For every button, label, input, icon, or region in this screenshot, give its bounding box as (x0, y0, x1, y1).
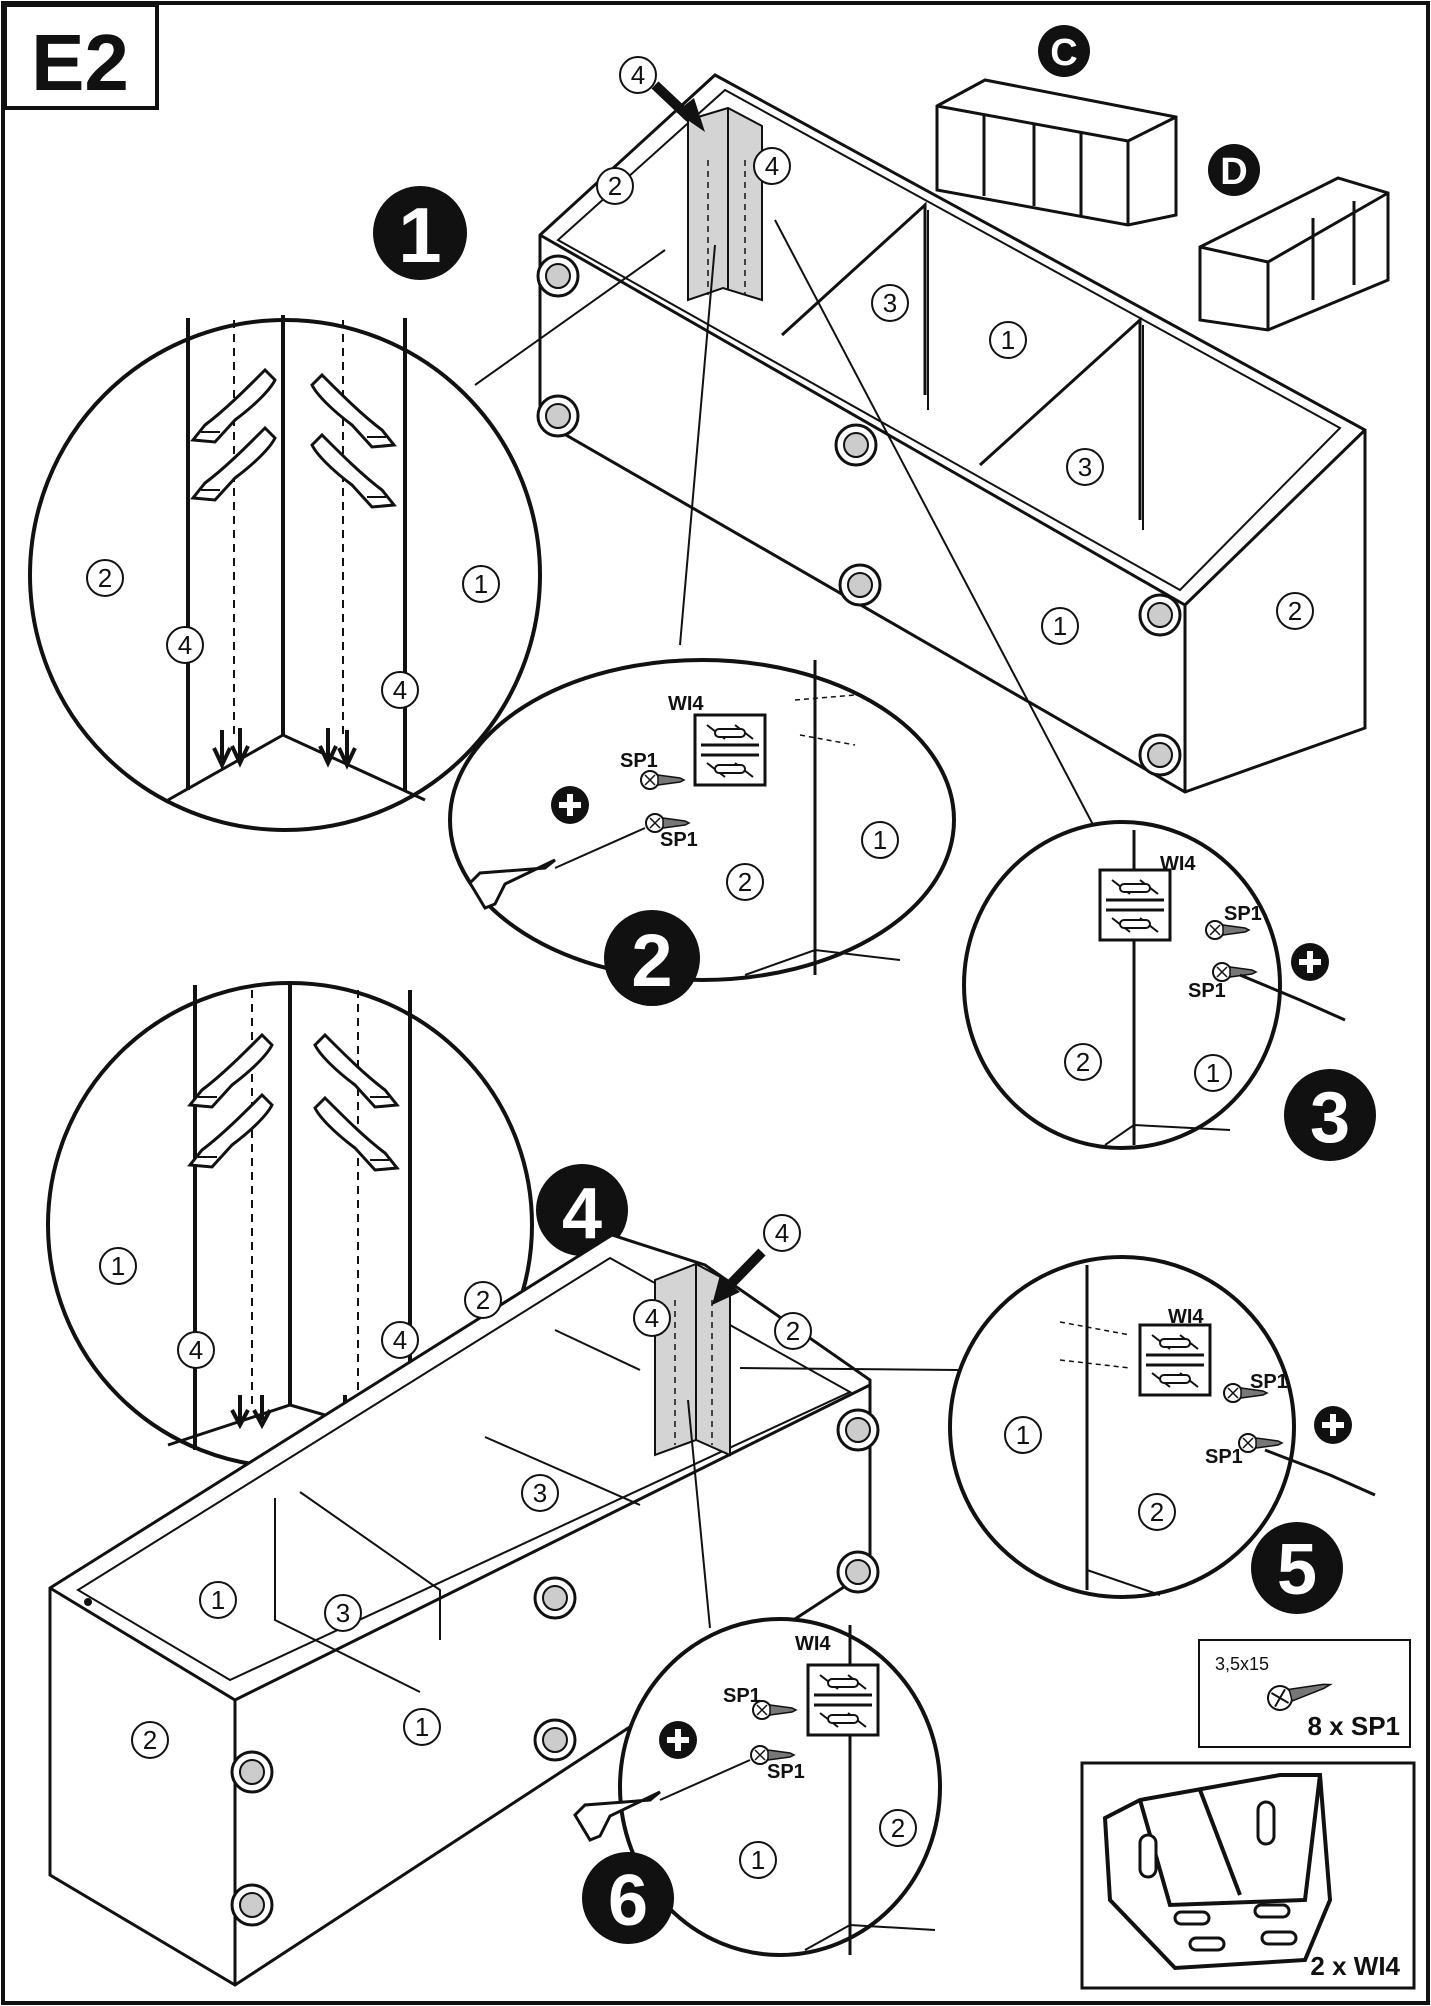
top-cabinet-illustration (474, 73, 1367, 839)
part-marker-1: 1 (1001, 325, 1015, 355)
screw-label: SP1 (1224, 903, 1262, 925)
part-marker-2: 2 (891, 1813, 905, 1843)
screw-label: SP1 (620, 750, 658, 772)
step-6-label: 6 (608, 1861, 648, 1941)
part-marker-3: 3 (883, 288, 897, 318)
screw-label: SP1 (660, 829, 698, 851)
part-marker-4: 4 (393, 675, 407, 705)
reference-unit-d: D (1198, 144, 1390, 332)
section-code: E2 (31, 18, 129, 107)
part-marker-4: 4 (775, 1218, 789, 1248)
bracket-label: WI4 (1160, 853, 1196, 875)
hardware-labels: WI4 SP1 SP1 WI4 SP1 SP1 WI4 SP1 SP1 WI4 … (620, 693, 1288, 1783)
part-marker-1: 1 (474, 569, 488, 599)
unit-c-badge (1038, 25, 1090, 77)
bracket-quantity: 2 x WI4 (1310, 1951, 1400, 1981)
part-marker-2: 2 (1150, 1497, 1164, 1527)
screw-legend-box: 3,5x15 8 x SP1 (1198, 1639, 1411, 1748)
step-3-label: 3 (1310, 1078, 1350, 1158)
part-marker-4: 4 (631, 60, 645, 90)
bracket-icon (1102, 1773, 1333, 1971)
unit-d-badge (1208, 144, 1260, 196)
part-marker-4: 4 (189, 1335, 203, 1365)
part-markers: 4 4 2 3 1 3 1 2 2 1 4 4 1 2 2 1 1 2 4 4 … (86, 56, 1314, 1879)
part-marker-3: 3 (533, 1478, 547, 1508)
part-marker-1: 1 (873, 825, 887, 855)
step-1-badge: 1 (373, 186, 467, 280)
part-marker-1: 1 (111, 1251, 125, 1281)
part-marker-1: 1 (751, 1845, 765, 1875)
step-5-label: 5 (1277, 1530, 1317, 1610)
screw-label: SP1 (1205, 1446, 1243, 1468)
part-marker-1: 1 (211, 1585, 225, 1615)
part-marker-4: 4 (178, 630, 192, 660)
part-marker-2: 2 (1076, 1047, 1090, 1077)
screw-label: SP1 (1188, 980, 1226, 1002)
unit-d-label: D (1220, 151, 1247, 193)
part-marker-2: 2 (738, 867, 752, 897)
bracket-label: WI4 (1168, 1306, 1204, 1328)
part-marker-4: 4 (393, 1325, 407, 1355)
part-marker-1: 1 (1206, 1058, 1220, 1088)
part-marker-4: 4 (765, 151, 779, 181)
screw-size-label: 3,5x15 (1215, 1654, 1269, 1674)
bracket-legend-box: 2 x WI4 (1080, 1761, 1416, 1990)
section-header-box (3, 3, 159, 110)
part-marker-2: 2 (98, 563, 112, 593)
part-marker-1: 1 (415, 1712, 429, 1742)
part-marker-1: 1 (1016, 1420, 1030, 1450)
svg-text:1: 1 (398, 191, 441, 279)
part-marker-2: 2 (143, 1725, 157, 1755)
screw-quantity: 8 x SP1 (1307, 1711, 1400, 1741)
part-marker-2: 2 (786, 1316, 800, 1346)
step-2-label: 2 (631, 919, 672, 1002)
part-marker-3: 3 (336, 1598, 350, 1628)
bottom-cabinet-illustration (48, 1233, 959, 1987)
part-marker-1: 1 (1053, 611, 1067, 641)
part-marker-2: 2 (608, 171, 622, 201)
part-marker-4: 4 (645, 1303, 659, 1333)
step-4-label: 4 (562, 1174, 602, 1254)
detail-circle-6: 6 (573, 1617, 942, 1957)
screw-label: SP1 (723, 1685, 761, 1707)
screw-label: SP1 (1250, 1371, 1288, 1393)
part-marker-3: 3 (1078, 452, 1092, 482)
reference-unit-c: C (935, 25, 1178, 227)
bracket-label: WI4 (795, 1633, 831, 1655)
section-header: E2 (3, 3, 159, 110)
part-marker-2: 2 (1288, 596, 1302, 626)
unit-c-label: C (1050, 32, 1077, 74)
screw-icon (1267, 1683, 1333, 1711)
detail-circle-5: 5 (948, 1255, 1376, 1614)
bracket-label: WI4 (668, 693, 704, 715)
detail-circle-2: 2 (448, 658, 956, 1006)
screw-label: SP1 (767, 1761, 805, 1783)
part-marker-2: 2 (476, 1285, 490, 1315)
